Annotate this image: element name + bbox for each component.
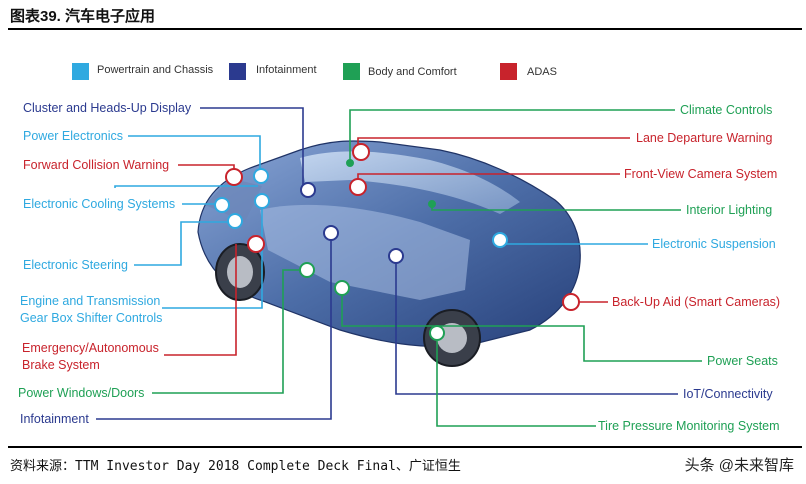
marker-backup bbox=[562, 293, 580, 311]
label-forward-collision: Forward Collision Warning bbox=[23, 158, 170, 172]
marker-power-electronics bbox=[253, 168, 269, 184]
marker-climate bbox=[346, 159, 354, 167]
legend-swatch-adas bbox=[500, 63, 517, 80]
marker-iot bbox=[388, 248, 404, 264]
label-cluster: Cluster and Heads-Up Display bbox=[23, 101, 192, 115]
legend-label-body: Body and Comfort bbox=[368, 66, 457, 78]
bottom-divider bbox=[8, 446, 802, 448]
marker-transmission bbox=[254, 193, 270, 209]
legend-label-powertrain: Powertrain and Chassis bbox=[97, 64, 214, 76]
source-note: 资料来源：TTM Investor Day 2018 Complete Deck… bbox=[10, 459, 461, 474]
label-power-electronics: Power Electronics bbox=[23, 129, 124, 143]
label-interior-lighting: Interior Lighting bbox=[686, 203, 773, 217]
label-emergency-2: Brake System bbox=[22, 358, 100, 372]
label-suspension: Electronic Suspension bbox=[652, 237, 776, 251]
marker-lane-departure bbox=[352, 143, 370, 161]
label-backup-aid: Back-Up Aid (Smart Cameras) bbox=[612, 295, 781, 309]
legend-swatch-powertrain bbox=[72, 63, 89, 80]
car-illustration bbox=[197, 140, 581, 367]
marker-steering bbox=[227, 213, 243, 229]
legend-label-adas: ADAS bbox=[527, 66, 557, 78]
label-infotainment: Infotainment bbox=[20, 412, 89, 426]
label-engine-transmission-1: Engine and Transmission bbox=[20, 294, 161, 308]
label-power-windows: Power Windows/Doors bbox=[18, 386, 145, 400]
marker-tire-pressure bbox=[429, 325, 445, 341]
marker-cluster bbox=[300, 182, 316, 198]
label-tire-pressure: Tire Pressure Monitoring System bbox=[598, 419, 780, 433]
legend-swatch-body bbox=[343, 63, 360, 80]
legend-swatch-infotainment bbox=[229, 63, 246, 80]
watermark: 头条 @未来智库 bbox=[684, 457, 794, 474]
marker-cooling bbox=[214, 197, 230, 213]
marker-interior-lighting bbox=[428, 200, 436, 208]
marker-suspension bbox=[492, 232, 508, 248]
marker-brake bbox=[247, 235, 265, 253]
marker-power-seats bbox=[334, 280, 350, 296]
label-power-seats: Power Seats bbox=[707, 354, 778, 368]
label-climate: Climate Controls bbox=[680, 103, 773, 117]
label-emergency-1: Emergency/Autonomous bbox=[22, 341, 159, 355]
legend-label-infotainment: Infotainment bbox=[256, 64, 317, 76]
marker-infotainment bbox=[323, 225, 339, 241]
label-engine-transmission-2: Gear Box Shifter Controls bbox=[20, 311, 163, 325]
label-electronic-steering: Electronic Steering bbox=[23, 258, 128, 272]
figure-title: 图表39. 汽车电子应用 bbox=[10, 8, 156, 25]
label-front-view: Front-View Camera System bbox=[624, 167, 778, 181]
label-lane-departure: Lane Departure Warning bbox=[636, 131, 773, 145]
marker-windows bbox=[299, 262, 315, 278]
marker-front-view bbox=[349, 178, 367, 196]
top-divider bbox=[8, 28, 802, 30]
marker-forward-collision bbox=[225, 168, 243, 186]
label-iot: IoT/Connectivity bbox=[683, 387, 773, 401]
label-electronic-cooling: Electronic Cooling Systems bbox=[23, 197, 176, 211]
